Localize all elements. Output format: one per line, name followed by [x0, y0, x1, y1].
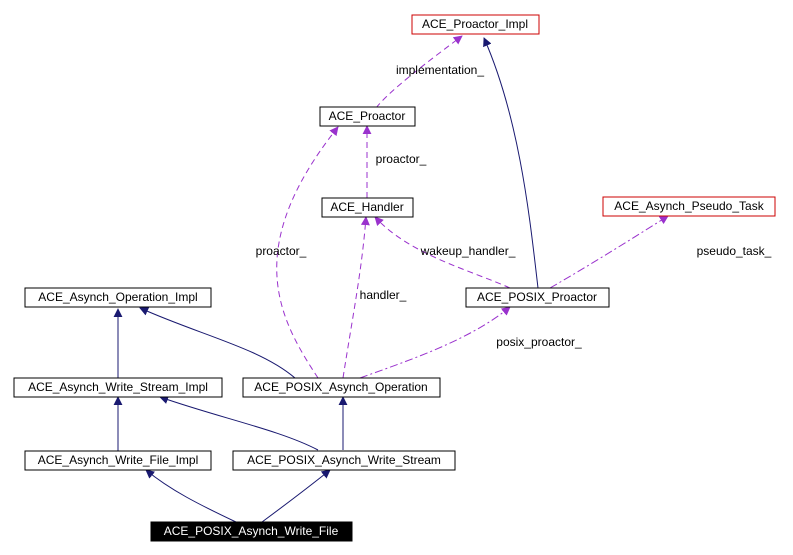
edge-posix-write-stream-to-write-stream-impl	[159, 395, 319, 451]
label-wakeup-handler: wakeup_handler_	[420, 244, 516, 258]
node-proactor-label: ACE_Proactor	[329, 109, 406, 123]
node-handler[interactable]: ACE_Handler	[321, 197, 414, 218]
label-handler: handler_	[360, 288, 407, 302]
edge-posix-operation-proactor	[276, 126, 339, 379]
node-proactor-impl-label: ACE_Proactor_Impl	[422, 17, 528, 31]
node-pseudo-task[interactable]: ACE_Asynch_Pseudo_Task	[602, 196, 776, 217]
node-asynch-write-stream-impl[interactable]: ACE_Asynch_Write_Stream_Impl	[13, 377, 223, 398]
node-asynch-operation-impl-label: ACE_Asynch_Operation_Impl	[38, 290, 197, 304]
label-implementation: implementation_	[396, 63, 484, 77]
node-handler-label: ACE_Handler	[330, 200, 403, 214]
edge-write-file-to-posix-write-stream	[261, 469, 331, 523]
edge-labels: implementation_ proactor_ proactor_ wake…	[256, 63, 772, 349]
edge-posix-operation-handler	[342, 216, 370, 379]
node-posix-asynch-write-stream[interactable]: ACE_POSIX_Asynch_Write_Stream	[232, 450, 456, 471]
node-pseudo-task-label: ACE_Asynch_Pseudo_Task	[614, 199, 764, 213]
node-asynch-operation-impl[interactable]: ACE_Asynch_Operation_Impl	[24, 287, 212, 308]
label-pseudo-task: pseudo_task_	[697, 244, 772, 258]
node-proactor-impl[interactable]: ACE_Proactor_Impl	[411, 14, 540, 35]
label-posix-proactor: posix_proactor_	[496, 335, 582, 349]
edge-write-file-to-write-file-impl	[145, 469, 237, 523]
label-proactor-a: proactor_	[376, 152, 427, 166]
label-proactor-b: proactor_	[256, 244, 307, 258]
edge-posix-proactor-wakeup-handler	[374, 216, 511, 289]
node-posix-asynch-write-file[interactable]: ACE_POSIX_Asynch_Write_File	[150, 521, 353, 542]
node-posix-asynch-write-stream-label: ACE_POSIX_Asynch_Write_Stream	[247, 453, 441, 467]
node-posix-proactor[interactable]: ACE_POSIX_Proactor	[465, 287, 610, 308]
node-asynch-write-file-impl[interactable]: ACE_Asynch_Write_File_Impl	[24, 450, 212, 471]
node-posix-asynch-operation[interactable]: ACE_POSIX_Asynch_Operation	[242, 377, 441, 398]
usage-edges	[276, 35, 669, 379]
node-asynch-write-file-impl-label: ACE_Asynch_Write_File_Impl	[38, 453, 199, 467]
node-asynch-write-stream-impl-label: ACE_Asynch_Write_Stream_Impl	[28, 380, 208, 394]
node-proactor[interactable]: ACE_Proactor	[319, 106, 416, 127]
edge-posix-proactor-pseudo-task	[549, 215, 669, 289]
node-posix-proactor-label: ACE_POSIX_Proactor	[477, 290, 597, 304]
node-posix-asynch-write-file-label: ACE_POSIX_Asynch_Write_File	[164, 524, 339, 538]
edge-posix-proactor-to-proactor-impl	[483, 37, 539, 289]
node-posix-asynch-operation-label: ACE_POSIX_Asynch_Operation	[254, 380, 427, 394]
inheritance-edges	[113, 37, 539, 523]
edge-posix-operation-to-operation-impl	[139, 307, 296, 379]
edge-posix-operation-posix-proactor	[359, 306, 511, 379]
